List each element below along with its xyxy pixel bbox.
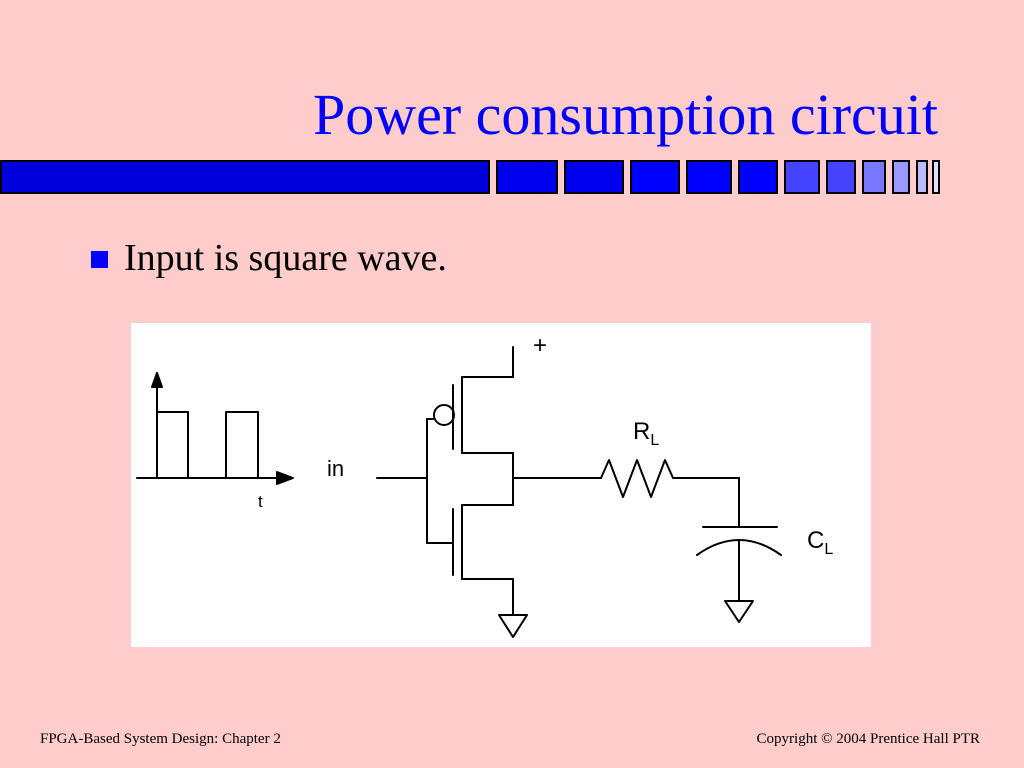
footer-copyright: Copyright © 2004 Prentice Hall PTR <box>756 731 980 747</box>
square-wave-trace <box>156 411 259 479</box>
divider-segment <box>932 160 940 194</box>
pmos-transistor <box>433 346 514 454</box>
y-axis-arrow-icon <box>151 372 163 388</box>
x-axis-arrow-icon <box>276 471 294 485</box>
bullet-square-icon <box>91 251 108 268</box>
resistor-label-main: R <box>633 418 650 445</box>
divider-segment <box>630 160 680 194</box>
divider-segment <box>496 160 558 194</box>
divider-segment <box>784 160 820 194</box>
input-label: in <box>327 456 344 481</box>
capacitor-label-main: C <box>807 527 824 554</box>
title-divider-bar <box>0 160 1024 194</box>
resistor-icon <box>600 459 674 498</box>
ground-symbol-icon <box>724 600 754 623</box>
divider-segment <box>738 160 778 194</box>
time-axis-label: t <box>258 492 263 511</box>
capacitor-label: CL <box>807 527 833 558</box>
divider-segment <box>916 160 928 194</box>
slide-title: Power consumption circuit <box>312 82 938 147</box>
resistor-label: RL <box>633 418 659 449</box>
divider-segment <box>564 160 624 194</box>
square-wave-plot <box>136 372 294 485</box>
divider-segment <box>0 160 490 194</box>
capacitor-label-subscript: L <box>824 541 833 558</box>
divider-segment <box>892 160 910 194</box>
bullet-text: Input is square wave. <box>124 237 447 279</box>
supply-label: + <box>533 332 547 359</box>
divider-segment <box>686 160 732 194</box>
nmos-transistor <box>452 504 528 638</box>
footer-chapter: FPGA-Based System Design: Chapter 2 <box>40 731 281 747</box>
divider-segment <box>826 160 856 194</box>
ground-symbol-icon <box>498 614 528 638</box>
circuit-diagram: + t in RL CL <box>136 332 833 638</box>
resistor-label-subscript: L <box>650 432 659 449</box>
divider-segment <box>862 160 886 194</box>
input-wiring <box>376 418 454 544</box>
circuit-figure: + t in RL CL <box>131 323 871 647</box>
pmos-bubble-icon <box>433 404 455 426</box>
